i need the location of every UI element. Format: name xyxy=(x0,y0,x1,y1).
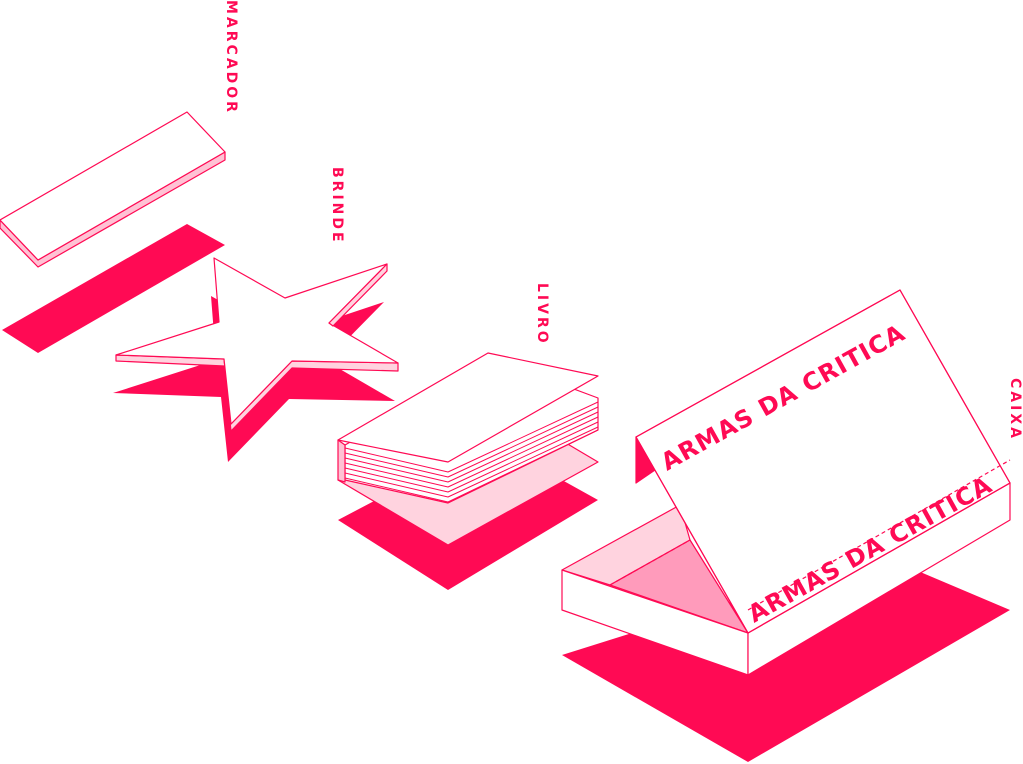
book-illustration xyxy=(337,352,599,590)
book-spine xyxy=(337,439,346,483)
star-top xyxy=(115,257,399,425)
star-arm-side xyxy=(328,263,388,327)
label-brinde: BRINDE xyxy=(329,167,345,245)
bookmark-illustration xyxy=(0,111,226,353)
bookmark-top xyxy=(0,111,226,261)
label-marcador: MARCADOR xyxy=(223,0,239,115)
box-illustration: ARMAS DA CRITICA ARMAS DA CRITICA xyxy=(561,289,1011,762)
star-gift-illustration xyxy=(113,257,399,462)
bookmark-shadow xyxy=(2,224,225,353)
label-livro: LIVRO xyxy=(534,283,550,346)
label-caixa: CAIXA xyxy=(1007,378,1023,441)
box-shadow xyxy=(562,555,1010,762)
book-front-cover xyxy=(337,352,599,463)
book-page-lines xyxy=(344,401,599,503)
